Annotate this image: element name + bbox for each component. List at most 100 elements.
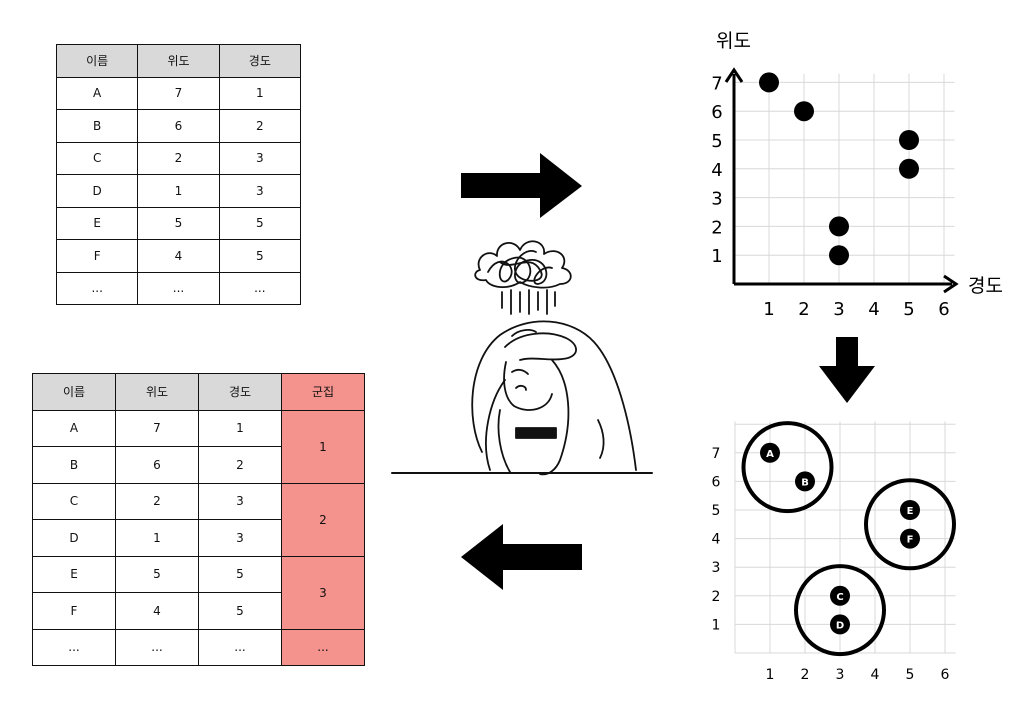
table-row: ......... <box>55 271 302 305</box>
down-arrow-icon <box>819 337 875 403</box>
y-tick-label: 4 <box>712 532 721 548</box>
cell: 3 <box>218 141 302 175</box>
left-arrow-icon <box>461 524 582 590</box>
cell: B <box>55 109 139 143</box>
y-tick-label: 3 <box>711 189 722 210</box>
x-tick-label: 4 <box>871 667 880 683</box>
header-name: 이름 <box>55 44 139 78</box>
x-tick-label: 6 <box>938 299 949 320</box>
cell: A <box>55 76 139 110</box>
x-tick-label: 2 <box>801 667 810 683</box>
data-point-marker <box>795 471 815 492</box>
cell: C <box>55 141 139 175</box>
data-point-marker <box>760 442 780 463</box>
cell: E <box>32 555 116 593</box>
cell: 5 <box>198 592 282 630</box>
table-header-row: 이름 위도 경도 <box>55 44 302 78</box>
cell: 5 <box>218 239 302 273</box>
data-point-label: E <box>907 506 914 517</box>
cluster-2-circle <box>794 564 886 657</box>
cell: 6 <box>115 446 199 484</box>
x-axis-label: 경도 <box>968 275 1003 297</box>
cluster-1-circle <box>741 421 834 514</box>
header-name: 이름 <box>32 373 116 411</box>
cell: 5 <box>137 206 220 240</box>
x-tick-label: 2 <box>798 299 809 320</box>
header-cluster: 군집 <box>281 373 365 411</box>
y-axis-label: 위도 <box>716 30 751 52</box>
right-arrow-icon <box>461 153 582 218</box>
cell: 2 <box>198 446 282 484</box>
y-tick-label: 2 <box>711 217 722 238</box>
cell: ... <box>218 271 302 305</box>
data-point-label: A <box>766 449 774 460</box>
data-point-marker <box>830 585 850 606</box>
y-tick-label: 5 <box>711 131 722 152</box>
cell: 2 <box>218 109 302 143</box>
x-tick-label: 6 <box>941 667 950 683</box>
cell: 4 <box>115 592 199 630</box>
x-tick-label: 3 <box>833 299 844 320</box>
data-point-B: B <box>795 471 815 492</box>
data-point <box>794 101 814 122</box>
frustrated-person-icon <box>391 240 653 476</box>
y-tick-label: 7 <box>711 73 722 94</box>
x-axis-arrow-head <box>943 274 959 294</box>
data-point-C: C <box>830 585 850 606</box>
cluster-cell: 3 <box>281 555 365 630</box>
x-tick-label: 3 <box>836 667 845 683</box>
y-tick-label: 3 <box>712 560 721 576</box>
y-tick-label: 1 <box>712 617 721 633</box>
cluster-cell: 2 <box>281 482 365 557</box>
y-tick-label: 6 <box>712 474 721 490</box>
cell: F <box>32 592 116 630</box>
header-longitude: 경도 <box>198 373 282 411</box>
cell: 7 <box>115 409 199 447</box>
y-tick-label: 2 <box>712 589 721 605</box>
data-point <box>829 216 849 237</box>
x-tick-label: 1 <box>763 299 774 320</box>
y-tick-label: 6 <box>711 102 722 123</box>
data-point <box>899 130 919 150</box>
cell: ... <box>115 628 199 666</box>
data-point-label: B <box>801 477 809 488</box>
cluster-cell: ... <box>281 628 365 666</box>
cluster-3-circle <box>864 478 956 571</box>
cell: 4 <box>137 239 220 273</box>
data-point-label: C <box>836 592 843 603</box>
cell: 1 <box>218 76 302 110</box>
cell: 5 <box>218 206 302 240</box>
data-point-F: F <box>900 528 920 549</box>
y-tick-label: 7 <box>712 446 721 462</box>
data-point <box>899 158 919 179</box>
data-point-A: A <box>760 442 780 463</box>
cell: ... <box>55 271 139 305</box>
cluster-cell: 1 <box>281 409 365 484</box>
cell: 3 <box>198 482 282 520</box>
data-point-label: D <box>836 620 844 631</box>
data-point-marker <box>900 528 920 549</box>
data-point <box>759 72 779 93</box>
y-axis-arrow-head <box>724 67 744 83</box>
cell: D <box>55 174 139 208</box>
data-point-label: F <box>907 535 914 546</box>
x-tick-label: 5 <box>906 667 915 683</box>
data-point <box>829 245 849 266</box>
y-tick-label: 5 <box>712 503 721 519</box>
data-point-marker <box>830 614 850 635</box>
y-tick-label: 1 <box>711 246 722 267</box>
